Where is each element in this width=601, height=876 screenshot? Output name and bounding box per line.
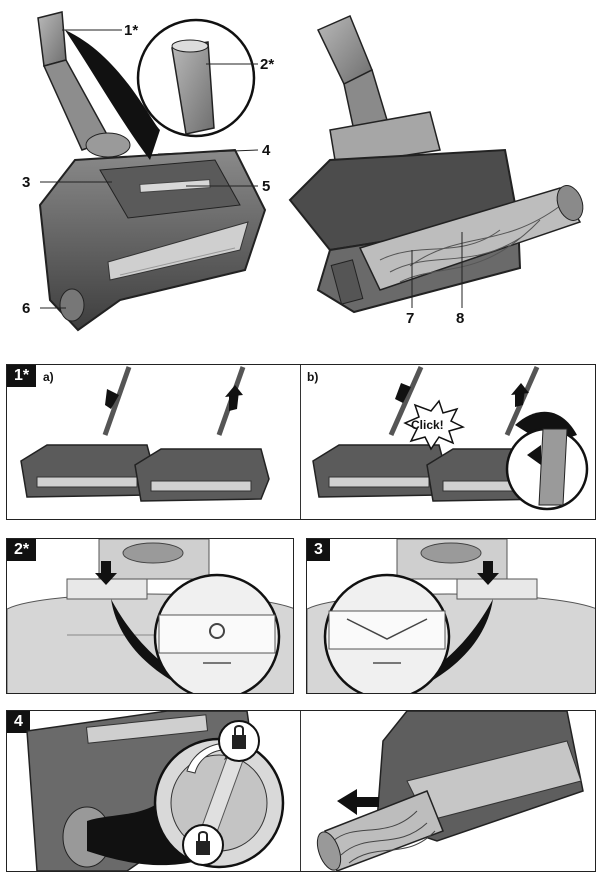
step-2-drawing [7, 539, 293, 693]
step-4-divider [300, 711, 301, 871]
callout-3: 3 [22, 174, 31, 191]
step-1-panel: 1* a) b) Click! [6, 364, 596, 520]
step-1-tag: 1* [7, 365, 37, 387]
step-3-panel: 3 [306, 538, 596, 694]
step-1a-label: a) [43, 370, 54, 384]
step-1-divider [300, 365, 301, 519]
overview-illustration: 1* 2* 4 3 5 6 7 8 [0, 0, 601, 350]
step-4-panel: 4 [6, 710, 596, 872]
click-label: Click! [411, 418, 444, 432]
step-1-drawing [20, 365, 589, 511]
callout-7: 7 [406, 310, 415, 327]
step-2-panel: 2* [6, 538, 294, 694]
step-4-tag: 4 [7, 711, 30, 733]
callout-4: 4 [262, 142, 271, 159]
step-3-drawing [307, 539, 595, 693]
callout-8: 8 [456, 310, 465, 327]
step-3-tag: 3 [307, 539, 330, 561]
callout-1: 1* [124, 22, 139, 39]
step-4-drawing [26, 711, 584, 871]
step-2-tag: 2* [7, 539, 37, 561]
callout-2: 2* [260, 56, 275, 73]
overview-drawing [37, 11, 584, 332]
step-1b-label: b) [307, 370, 319, 384]
callout-6: 6 [22, 300, 31, 317]
callout-5: 5 [262, 178, 271, 195]
